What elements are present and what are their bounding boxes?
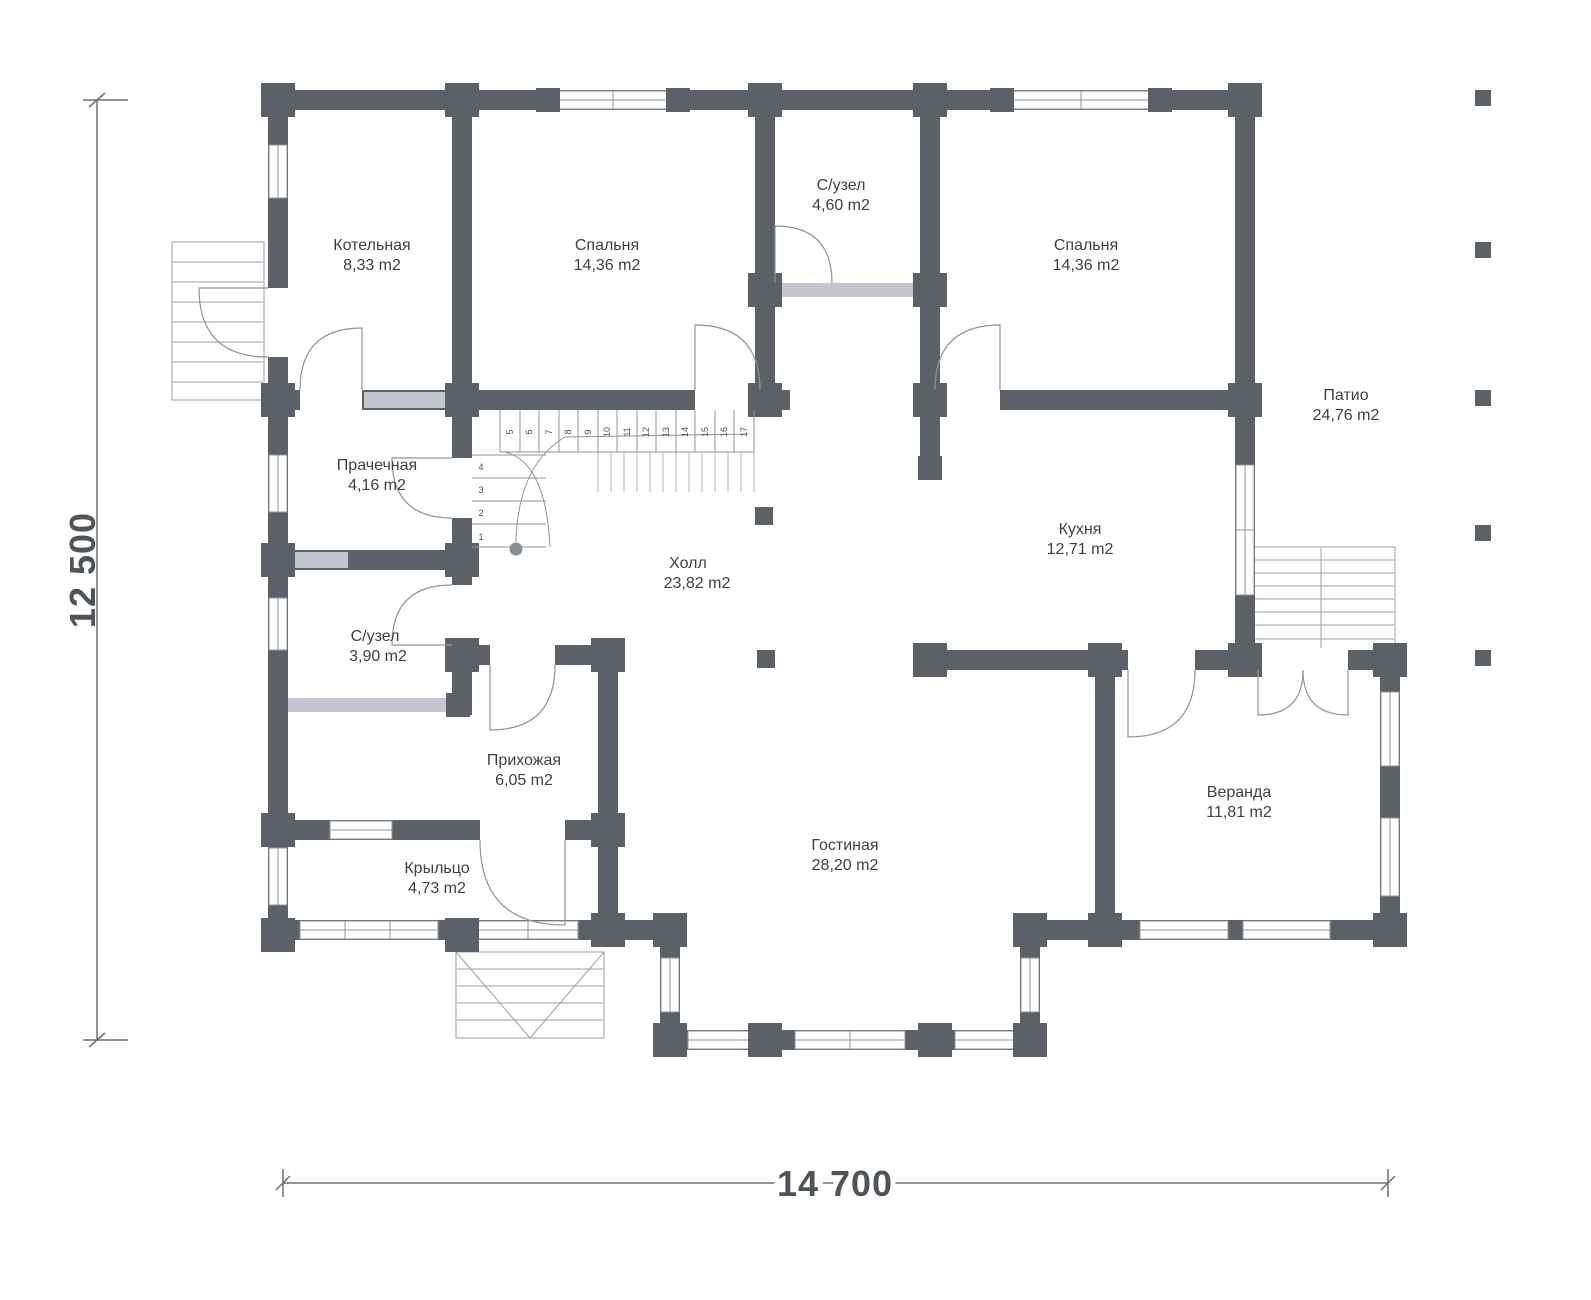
dimension-bottom: 14 700 — [275, 1158, 1396, 1209]
stair-number: 11 — [622, 427, 632, 436]
room-label-holl-name: Холл — [669, 555, 707, 572]
stair-number: 2 — [478, 508, 483, 518]
stair-number: 3 — [478, 485, 483, 495]
door — [934, 324, 1001, 391]
room-label-kuhnya-name: Кухня — [1059, 521, 1102, 538]
door — [391, 457, 453, 519]
stair-number: 12 — [641, 427, 651, 437]
room-label-krylco-name: Крыльцо — [404, 860, 469, 877]
window — [268, 454, 288, 513]
stair-number: 15 — [700, 427, 710, 437]
exterior-stair-patio — [1246, 546, 1396, 654]
room-label-spalnya1-name: Спальня — [575, 237, 639, 254]
door — [1127, 669, 1196, 738]
window — [660, 957, 680, 1013]
room-label-spalnya2-name: Спальня — [1054, 237, 1118, 254]
stair-number: 5 — [505, 429, 515, 434]
window — [1235, 464, 1255, 596]
door — [489, 664, 556, 731]
room-label-prachechnaya-area: 4,16 m2 — [348, 477, 406, 494]
dimension-left: 12 500 — [62, 92, 128, 1048]
dimension-height-label: 12 500 — [62, 512, 103, 628]
room-label-gostinaya-name: Гостиная — [811, 837, 878, 854]
room-label-kotelnaya-area: 8,33 m2 — [343, 257, 401, 274]
window — [1242, 920, 1331, 940]
door — [774, 225, 833, 284]
room-label-kotelnaya-name: Котельная — [333, 237, 410, 254]
stair-number: 16 — [719, 427, 729, 437]
room-label-suzel1-area: 4,60 m2 — [812, 197, 870, 214]
window — [268, 597, 288, 651]
stair-number: 4 — [478, 462, 483, 472]
stair-number: 6 — [524, 429, 534, 434]
room-label-veranda-area: 11,81 m2 — [1206, 804, 1272, 821]
door — [479, 839, 566, 926]
window — [1139, 920, 1229, 940]
door-double-left — [1257, 669, 1304, 716]
window — [687, 1030, 753, 1050]
window — [329, 820, 393, 840]
room-label-suzel1-name: С/узел — [817, 177, 866, 194]
window — [1020, 957, 1040, 1013]
room-label-patio-name: Патио — [1323, 387, 1368, 404]
window — [299, 920, 439, 940]
door — [299, 327, 363, 391]
dimension-width-label: 14 700 — [777, 1163, 893, 1204]
room-label-holl-area: 23,82 m2 — [664, 575, 731, 592]
room-label-prachechnaya-name: Прачечная — [337, 457, 417, 474]
window — [1011, 90, 1151, 110]
doors — [198, 225, 1349, 926]
window — [557, 90, 669, 110]
light-partitions — [288, 283, 915, 712]
room-label-gostinaya-area: 28,20 m2 — [812, 857, 879, 874]
window — [954, 1030, 1016, 1050]
window — [1380, 817, 1400, 897]
interior-stair — [472, 410, 755, 556]
room-labels: Котельная 8,33 m2 Спальня 14,36 m2 С/узе… — [333, 177, 1379, 897]
door — [694, 324, 761, 391]
door-double-right — [1302, 669, 1349, 716]
stair-number: 17 — [739, 427, 749, 437]
room-label-prihozhaya-area: 6,05 m2 — [495, 772, 553, 789]
room-label-prihozhaya-name: Прихожая — [487, 752, 561, 769]
wall-segments — [262, 90, 1400, 1050]
window — [1380, 691, 1400, 767]
door — [198, 287, 269, 358]
stair-number: 10 — [602, 427, 612, 437]
stair-number: 14 — [680, 427, 690, 437]
window — [794, 1030, 906, 1050]
exterior-stair-top-left — [171, 241, 265, 401]
room-label-veranda-name: Веранда — [1207, 784, 1272, 801]
wall-joints — [261, 83, 1407, 1057]
room-label-krylco-area: 4,73 m2 — [408, 880, 466, 897]
window — [268, 144, 288, 199]
room-label-patio-area: 24,76 m2 — [1313, 407, 1380, 424]
patio-posts — [1475, 90, 1491, 666]
window — [268, 847, 288, 906]
room-label-suzel2-name: С/узел — [351, 628, 400, 645]
stair-number: 9 — [583, 429, 593, 434]
door — [391, 584, 453, 646]
stair-numbers: 4 3 2 1 5 6 7 8 9 10 11 12 13 14 15 16 1… — [478, 427, 749, 542]
stair-number: 1 — [478, 532, 483, 542]
stair-number: 13 — [661, 427, 671, 437]
stair-number: 7 — [544, 429, 554, 434]
exterior-stair-porch — [455, 951, 605, 1039]
room-label-spalnya1-area: 14,36 m2 — [574, 257, 641, 274]
stair-number: 8 — [563, 429, 573, 434]
room-label-spalnya2-area: 14,36 m2 — [1053, 257, 1120, 274]
room-label-suzel2-area: 3,90 m2 — [349, 648, 407, 665]
window — [477, 920, 579, 940]
room-label-kuhnya-area: 12,71 m2 — [1047, 541, 1114, 558]
